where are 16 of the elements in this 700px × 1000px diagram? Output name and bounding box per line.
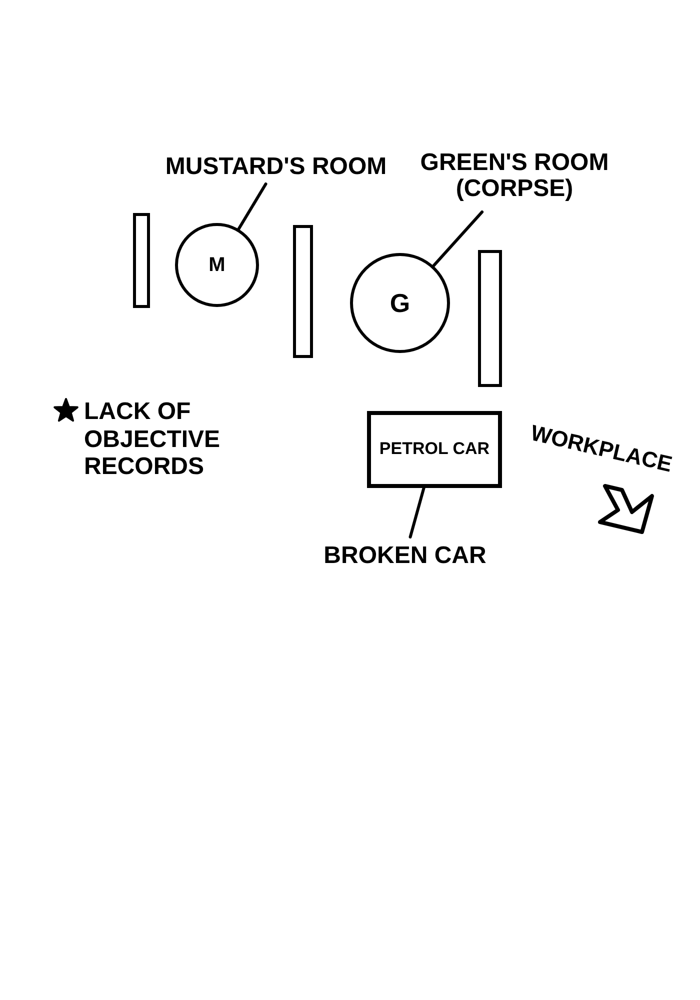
node-text: M xyxy=(208,254,226,276)
wall-bar xyxy=(293,225,313,358)
room-circle xyxy=(175,223,259,307)
note-text: LACK OF OBJECTIVE RECORDS xyxy=(84,398,222,481)
node-text: PETROL CAR xyxy=(379,440,490,459)
leader-line xyxy=(237,182,268,231)
wall-bar xyxy=(478,250,502,387)
room-label: MUSTARD'S ROOM xyxy=(165,154,387,180)
wall-bar xyxy=(133,213,150,308)
room-circle xyxy=(350,253,450,353)
node-text: G xyxy=(390,288,410,318)
room-label: BROKEN CAR xyxy=(324,542,486,570)
car-box xyxy=(367,411,502,488)
room-label: GREEN'S ROOM (CORPSE) xyxy=(419,150,610,202)
leader-line xyxy=(432,210,484,268)
leader-line xyxy=(408,486,426,538)
